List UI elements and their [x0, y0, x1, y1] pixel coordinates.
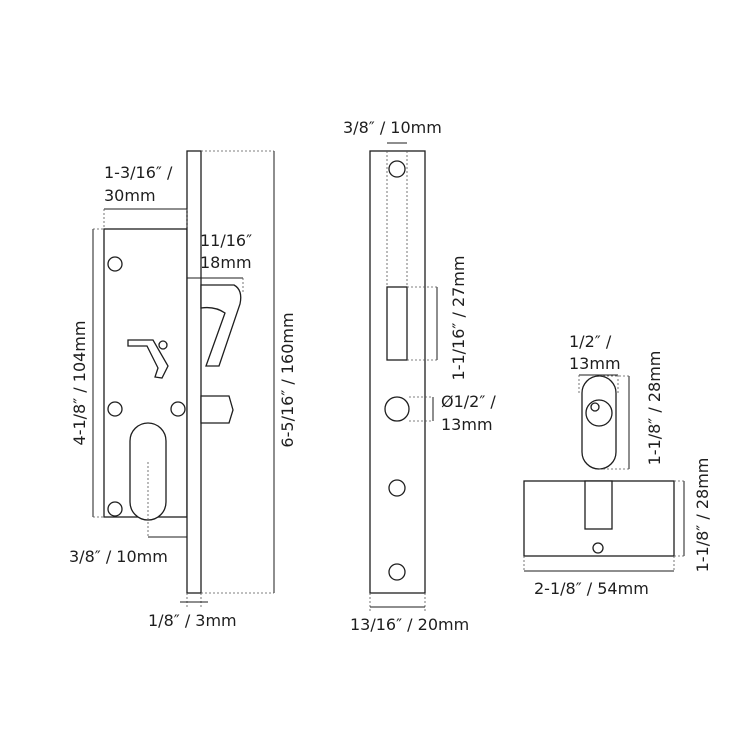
- strike-bolt-hole: [384, 396, 410, 422]
- dim-label-cam-width-2: 13mm: [569, 354, 621, 373]
- strike-screw-hole: [388, 563, 406, 581]
- dim-label-case-height: 4-1/8″ / 104mm: [70, 321, 89, 446]
- strike-plate: 3/8″ / 10mm 1-1/16″ / 27mm Ø1/2″ / 13mm …: [343, 118, 496, 634]
- case-screw-hole: [170, 401, 186, 417]
- dim-label-cam-height: 1-1/8″ / 28mm: [645, 351, 664, 466]
- cylinder-fixing-hole: [592, 542, 604, 554]
- strike-screw-hole: [388, 479, 406, 497]
- dim-label-backset: 3/8″ / 10mm: [69, 547, 168, 566]
- follower-lever: [127, 339, 169, 379]
- cam-pin: [590, 402, 600, 412]
- hook-bolt: [200, 284, 242, 367]
- dim-label-case-width-2: 30mm: [104, 186, 156, 205]
- dim-label-hook-1: 11/16″: [200, 231, 252, 250]
- case-screw-hole: [107, 501, 123, 517]
- dim-label-case-width-1: 1-3/16″ /: [104, 163, 173, 182]
- cylinder-plug: [585, 399, 613, 427]
- cylinder-cam-slot: [584, 480, 613, 530]
- case-screw-hole: [107, 256, 123, 272]
- latch-bolt: [200, 395, 234, 424]
- dim-label-cam-width-1: 1/2″ /: [569, 332, 612, 351]
- dim-label-bolt-hole-1: Ø1/2″ /: [441, 392, 496, 411]
- case-screw-hole: [107, 401, 123, 417]
- dim-label-cylinder-height: 1-1/8″ / 28mm: [693, 458, 712, 573]
- lock-body: 1-3/16″ / 30mm 11/16″ 18mm 4-1/8″ / 104m…: [69, 150, 297, 630]
- dim-label-faceplate-thickness: 1/8″ / 3mm: [148, 611, 237, 630]
- dim-label-strike-slot: 1-1/16″ / 27mm: [449, 256, 468, 381]
- strike-plate-body: [369, 150, 426, 594]
- strike-screw-hole: [388, 160, 406, 178]
- cylinder: 1/2″ / 13mm 1-1/8″ / 28mm 1-1/8″ / 28mm …: [523, 332, 712, 598]
- dim-label-bolt-hole-2: 13mm: [441, 415, 493, 434]
- strike-hook-slot: [386, 286, 408, 361]
- spindle-hole: [158, 340, 168, 350]
- dim-label-strike-offset: 3/8″ / 10mm: [343, 118, 442, 137]
- lock-faceplate: [186, 150, 202, 594]
- dim-label-faceplate-height: 6-5/16″ / 160mm: [278, 312, 297, 447]
- dim-label-hook-2: 18mm: [200, 253, 252, 272]
- dim-label-strike-width: 13/16″ / 20mm: [350, 615, 469, 634]
- dim-label-cylinder-length: 2-1/8″ / 54mm: [534, 579, 649, 598]
